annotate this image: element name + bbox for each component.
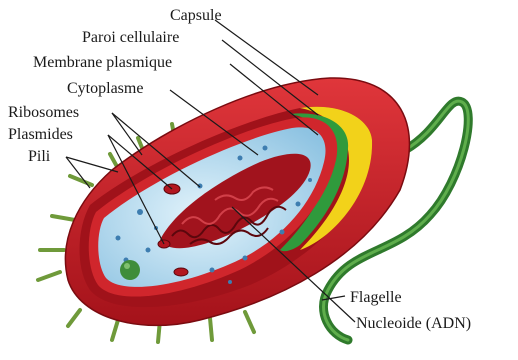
- label-flagelle: Flagelle: [350, 289, 402, 306]
- label-pili: Pili: [28, 148, 51, 165]
- label-cytoplasme: Cytoplasme: [67, 80, 143, 97]
- label-plasmides: Plasmides: [8, 126, 73, 143]
- label-ribosomes: Ribosomes: [8, 104, 79, 121]
- label-nucleoide: Nucleoide (ADN): [356, 315, 471, 332]
- granule: [120, 260, 140, 280]
- label-paroi-cellulaire: Paroi cellulaire: [82, 29, 179, 46]
- granule-highlight: [124, 263, 130, 269]
- label-membrane-plasmique: Membrane plasmique: [33, 54, 172, 71]
- label-capsule: Capsule: [170, 7, 222, 24]
